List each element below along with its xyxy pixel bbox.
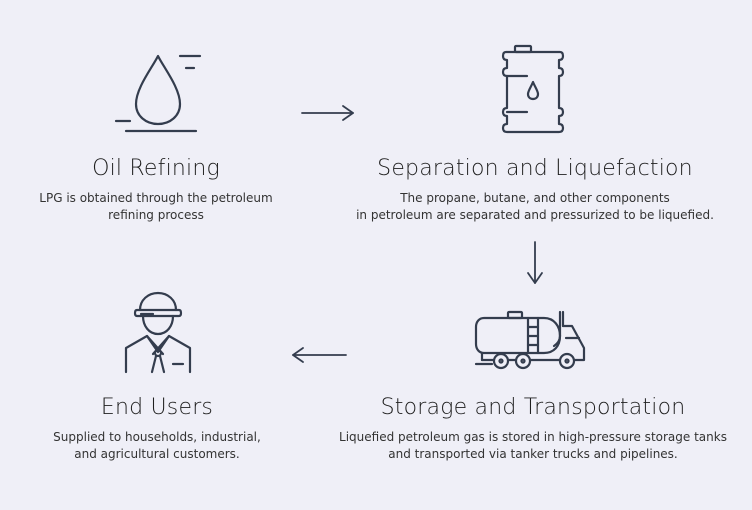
step-title: End Users	[100, 395, 214, 420]
arrow-right-icon	[300, 104, 356, 126]
step-title: Oil Refining	[92, 156, 220, 181]
step-end-users: End Users Supplied to households, indust…	[20, 240, 294, 480]
step-oil-refining: Oil Refining LPG is obtained through the…	[20, 0, 292, 240]
arrow-left-icon	[290, 346, 348, 368]
oil-barrel-icon	[500, 44, 566, 136]
step-storage: Storage and Transportation Liquefied pet…	[330, 240, 736, 480]
step-separation: Separation and Liquefaction The propane,…	[340, 0, 730, 240]
step-description: Supplied to households, industrial, and …	[53, 430, 261, 461]
worker-icon	[123, 290, 193, 374]
arrow-down-icon	[525, 240, 545, 290]
oil-drop-icon	[112, 52, 202, 136]
tanker-truck-icon	[474, 308, 592, 370]
step-title: Storage and Transportation	[380, 395, 686, 420]
step-description: The propane, butane, and other component…	[356, 191, 714, 222]
step-title: Separation and Liquefaction	[377, 156, 693, 181]
step-description: LPG is obtained through the petroleum re…	[39, 191, 273, 222]
step-description: Liquefied petroleum gas is stored in hig…	[339, 430, 727, 461]
